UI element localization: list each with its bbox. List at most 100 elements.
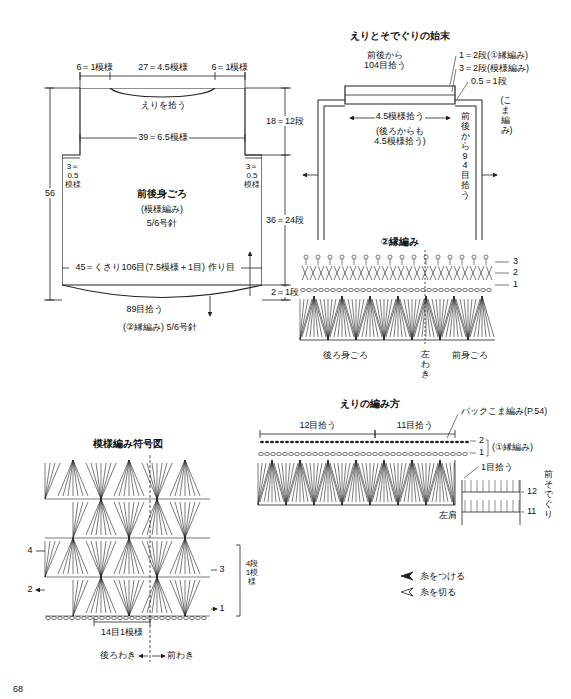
piece-text: 5/6号針 — [147, 218, 178, 228]
annotation: 11 — [526, 506, 537, 516]
piece-text: (模様編み) — [141, 204, 183, 214]
back-single-crochet — [305, 441, 309, 443]
back-single-crochet — [270, 441, 274, 443]
annotation: 前身ごろ — [451, 350, 489, 360]
long-stitch — [129, 502, 130, 538]
crossed-stitch — [374, 266, 380, 280]
long-stitch — [86, 541, 101, 577]
long-stitch — [142, 463, 157, 499]
legend-item: 糸をつける — [400, 568, 465, 584]
long-stitch — [152, 499, 157, 535]
chain-stitch — [427, 288, 432, 291]
chain-stitch — [361, 452, 366, 455]
long-stitch — [358, 463, 370, 505]
chain-stitch — [88, 616, 93, 619]
long-stitch — [124, 460, 129, 496]
chain-stitch — [271, 452, 276, 455]
back-single-crochet — [385, 441, 389, 443]
chain-stitch — [289, 452, 294, 455]
annotation: 1 — [478, 447, 485, 457]
long-stitch — [101, 541, 102, 577]
picot — [460, 255, 464, 259]
stitch — [489, 480, 490, 512]
long-stitch — [338, 296, 342, 337]
chain-stitch — [481, 288, 486, 291]
crossed-stitch — [390, 266, 396, 280]
long-stitch — [101, 499, 102, 535]
annotation: 56 — [44, 188, 56, 198]
long-stitch — [384, 299, 396, 340]
long-stitch — [157, 541, 172, 577]
legend-symbol — [401, 588, 413, 596]
chain-stitch — [130, 616, 135, 619]
back-single-crochet — [325, 441, 329, 443]
chain-stitch — [331, 288, 336, 291]
long-stitch — [426, 463, 438, 505]
chain-stitch — [451, 288, 456, 291]
long-stitch — [114, 460, 129, 496]
long-stitch — [185, 460, 195, 496]
stitch — [519, 480, 520, 512]
stitch — [483, 480, 484, 512]
annotation: 前わき — [166, 650, 195, 660]
long-stitch — [366, 296, 370, 337]
long-stitch — [314, 463, 322, 505]
long-stitch — [394, 296, 398, 337]
long-stitch — [380, 460, 384, 502]
crossed-stitch — [350, 266, 356, 280]
stitch — [402, 259, 403, 265]
chain-stitch — [397, 288, 402, 291]
back-single-crochet — [430, 441, 434, 443]
crossed-stitch — [302, 266, 308, 280]
long-stitch — [73, 580, 83, 616]
picot — [304, 255, 308, 259]
chain-stitch — [457, 288, 462, 291]
long-stitch — [129, 538, 139, 574]
long-stitch — [334, 463, 342, 505]
long-stitch — [314, 463, 326, 505]
back-single-crochet — [315, 441, 319, 443]
crossed-stitch — [478, 266, 484, 280]
back-single-crochet — [405, 441, 409, 443]
annotation: 後ろわき — [99, 650, 137, 660]
crossed-stitch — [486, 266, 492, 280]
chain-stitch — [160, 616, 165, 619]
stitch — [390, 259, 391, 265]
direction-arrow — [210, 296, 211, 316]
chain-stitch — [154, 616, 159, 619]
leader-line — [464, 467, 478, 478]
long-stitch — [101, 499, 111, 535]
chain-stitch — [379, 288, 384, 291]
long-stitch — [157, 541, 167, 577]
chain-stitch — [439, 452, 444, 455]
long-stitch — [185, 580, 195, 616]
long-stitch — [86, 463, 101, 499]
stitch — [471, 480, 472, 512]
crossed-stitch — [318, 266, 324, 280]
annotation: 27＝4.5模様 — [137, 62, 189, 72]
stitch — [501, 480, 502, 512]
long-stitch — [352, 460, 356, 502]
stitch — [354, 259, 355, 265]
long-stitch — [442, 463, 454, 505]
long-stitch — [370, 463, 382, 505]
long-stitch — [114, 502, 129, 538]
long-stitch — [73, 502, 74, 538]
long-stitch — [180, 502, 185, 538]
armhole-band — [318, 100, 345, 240]
bracket — [486, 440, 488, 456]
long-stitch — [328, 299, 340, 340]
long-stitch — [45, 541, 46, 577]
dimension-tick — [215, 72, 216, 80]
back-single-crochet — [280, 441, 284, 443]
long-stitch — [101, 463, 111, 499]
back-single-crochet — [310, 441, 314, 443]
chain-stitch — [409, 452, 414, 455]
chain-stitch — [82, 616, 87, 619]
long-stitch — [286, 463, 298, 505]
back-single-crochet — [265, 441, 269, 443]
annotation: 後ろ身ごろ — [322, 350, 369, 360]
crossed-stitch — [454, 266, 460, 280]
chain-stitch — [319, 452, 324, 455]
chain-stitch — [391, 452, 396, 455]
